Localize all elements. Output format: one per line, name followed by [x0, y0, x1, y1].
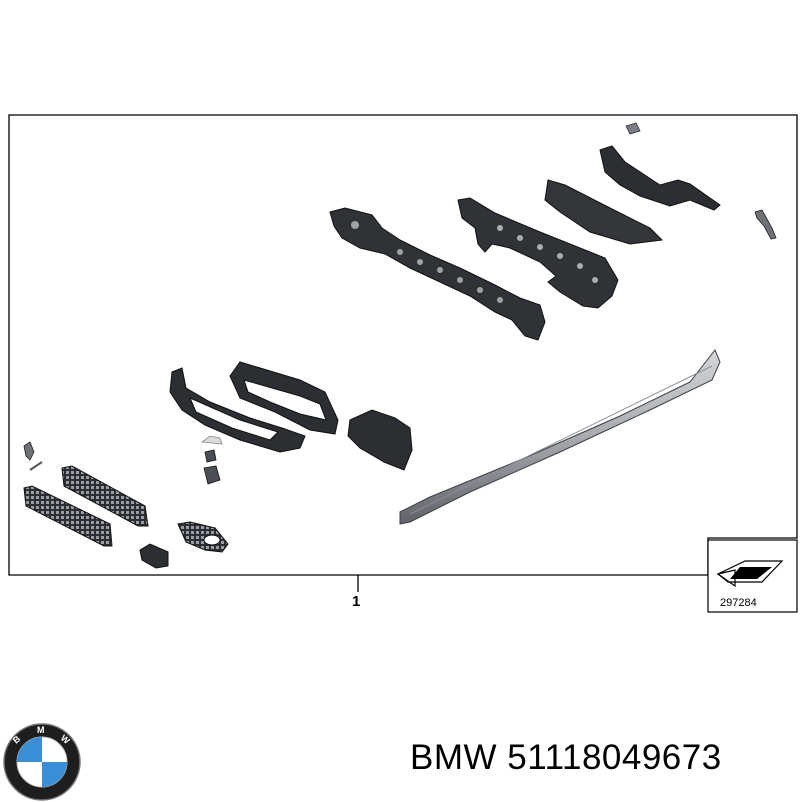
diagram-frame: [8, 114, 798, 576]
part-number: 51118049673: [507, 738, 722, 777]
air-duct: [347, 409, 413, 471]
bumper-opening-frame: [169, 367, 306, 453]
mesh-grille-lower: [23, 485, 113, 547]
upper-trim-strip: [599, 145, 721, 211]
cap-part: [200, 435, 223, 445]
carrier-bracket-front: [329, 207, 546, 341]
svg-text:M: M: [37, 725, 45, 735]
side-sill-panel: [399, 349, 721, 525]
grille-frame: [229, 361, 339, 435]
bracket-small: [203, 465, 221, 485]
hook-part: [754, 209, 777, 240]
fog-light-grille: [177, 521, 229, 553]
brand-name: BMW: [410, 738, 498, 777]
hook-left: [23, 441, 35, 461]
clip-small: [204, 449, 217, 463]
bmw-logo-icon: B M W: [3, 723, 81, 801]
brand-part-number: BMW 51118049673: [410, 738, 722, 778]
reference-code: 297284: [720, 597, 757, 609]
carrier-bracket-rear: [457, 197, 619, 309]
pin-left: [29, 461, 43, 471]
underbody-shield: [544, 179, 664, 245]
mesh-grille-upper: [61, 465, 149, 527]
reference-box: 297284: [707, 539, 798, 613]
tow-eye-cover: [139, 543, 169, 569]
svg-text:B: B: [11, 733, 23, 745]
callout-number: 1: [352, 593, 360, 610]
clip-part: [625, 122, 641, 135]
